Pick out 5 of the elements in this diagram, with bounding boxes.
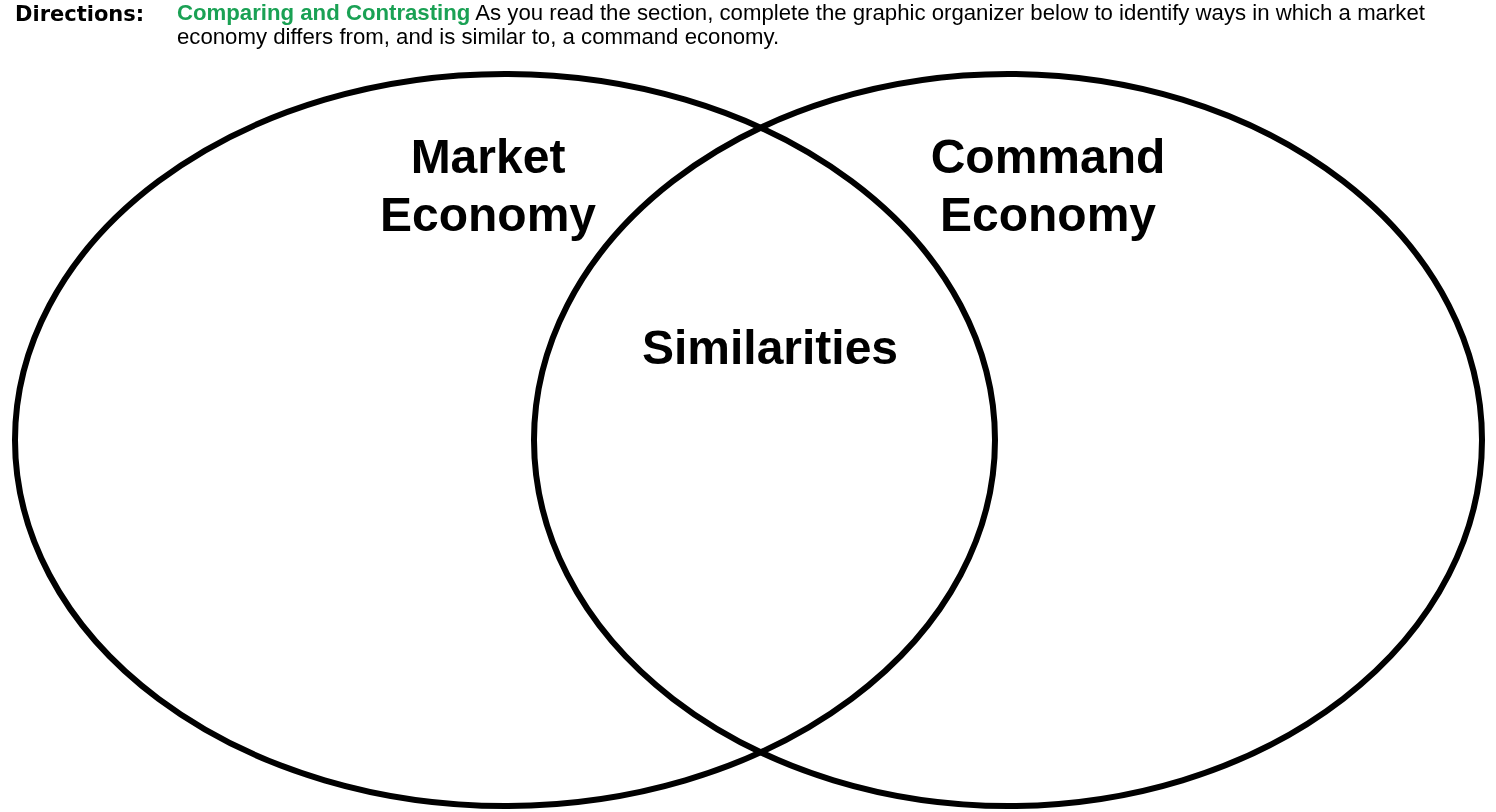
venn-heading: Command Economy xyxy=(929,129,1167,243)
directions-heading: Directions: xyxy=(15,1,145,27)
venn-heading: Similarities xyxy=(641,320,899,376)
instructions-text: Comparing and Contrasting As you read the section, complete the graphic organizer below to identify ways in which a market economy differs from, and is similar to, a command economy. xyxy=(177,1,1426,49)
venn-heading: Market Economy xyxy=(378,129,597,243)
